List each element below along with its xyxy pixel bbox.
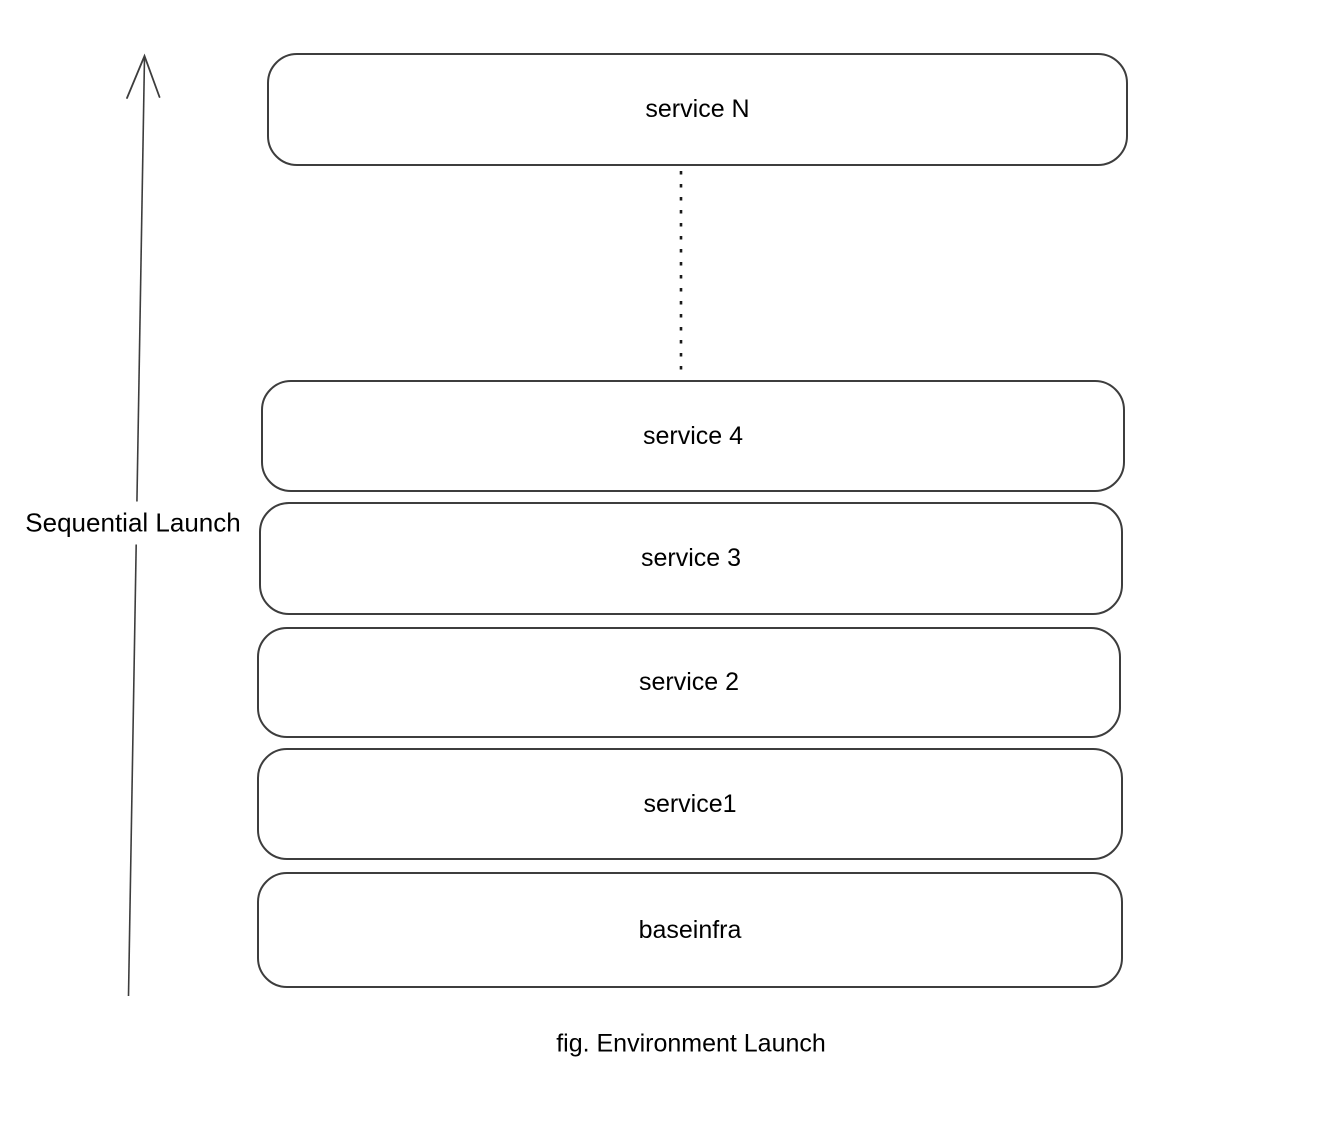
service-box-label: service 2 [638, 668, 740, 696]
figure-caption: fig. Environment Launch [556, 1029, 826, 1058]
service-box-2: service 2 [257, 627, 1121, 738]
service-box-4: service 4 [261, 380, 1125, 492]
service-box-label: service1 [643, 789, 737, 818]
service-box-n: service N [267, 53, 1128, 166]
service-box-label: baseinfra [638, 915, 742, 944]
service-box-label: service N [645, 95, 750, 123]
service-box-1: service1 [257, 748, 1123, 860]
arrow-label: Sequential Launch [20, 501, 246, 545]
service-box-label: service 3 [640, 544, 742, 572]
service-box-label: service 4 [642, 421, 744, 450]
service-box-baseinfra: baseinfra [257, 872, 1123, 988]
service-box-3: service 3 [259, 502, 1123, 615]
arrow-head-icon [126, 53, 161, 99]
